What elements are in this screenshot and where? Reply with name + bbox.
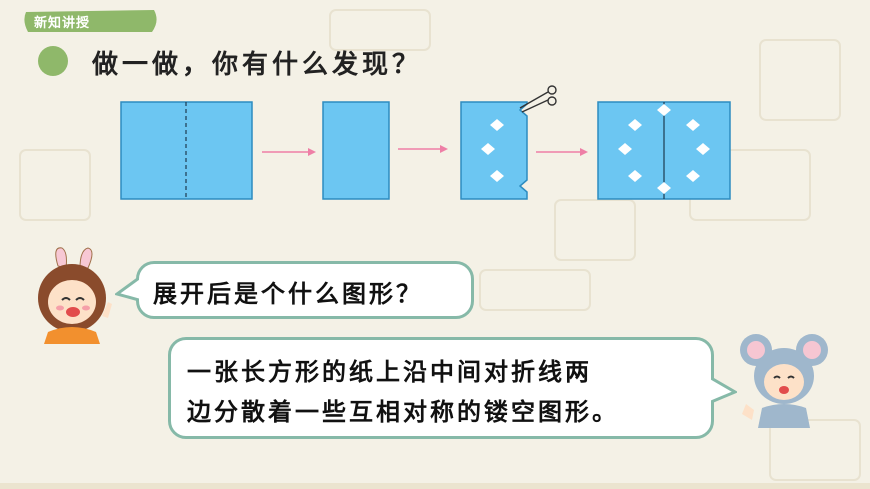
section-tag-label: 新知讲授: [34, 16, 91, 31]
answer-line-2: 边分散着一些互相对称的镂空图形。: [187, 398, 619, 426]
question-text: 展开后是个什么图形？: [153, 280, 423, 308]
paper-step-4: [597, 101, 731, 200]
scissors-icon: [519, 85, 557, 113]
paper-step-2: [322, 101, 390, 200]
paper-step-1: [120, 101, 253, 200]
question-bubble: 展开后是个什么图形？: [115, 261, 474, 319]
girl-avatar: [38, 247, 112, 344]
arrow-3: [536, 148, 588, 156]
section-tag: 新知讲授: [22, 8, 162, 34]
bubble-tail: [711, 376, 737, 404]
arrow-2: [398, 145, 448, 153]
paper-step-3: [460, 101, 528, 200]
answer-bubble: 一张长方形的纸上沿中间对折线两 边分散着一些互相对称的镂空图形。: [168, 337, 737, 439]
brush-stroke: [24, 10, 157, 32]
mouse-avatar: [740, 334, 828, 428]
arrow-1: [262, 148, 316, 156]
bubble-tail: [115, 276, 139, 302]
answer-line-1: 一张长方形的纸上沿中间对折线两: [187, 358, 592, 386]
page-heading: 做一做，你有什么发现？: [92, 50, 423, 80]
heading-bullet: [38, 46, 68, 76]
